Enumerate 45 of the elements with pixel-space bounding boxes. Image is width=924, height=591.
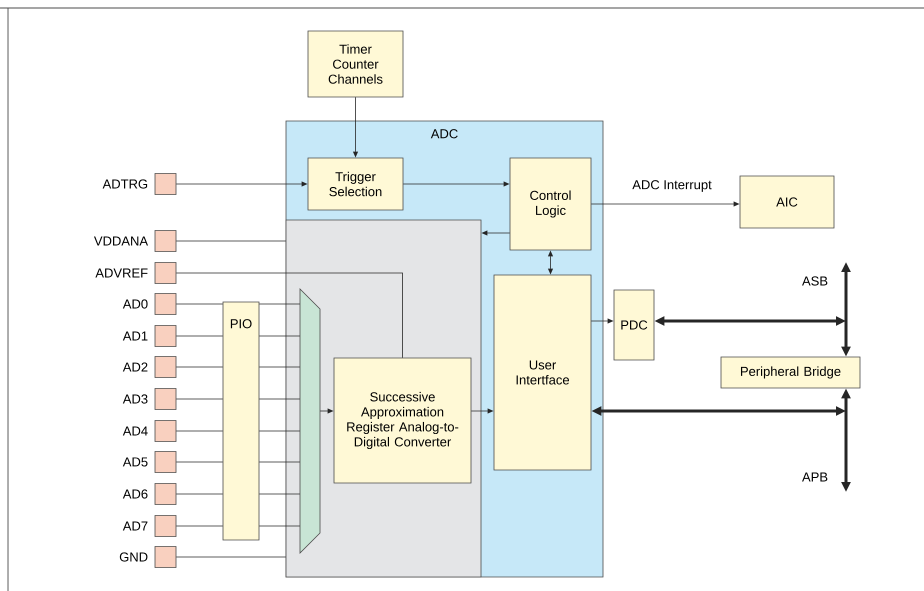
process-box: AIC [740, 176, 834, 228]
pin-pad: AD4 [122, 420, 176, 442]
pin-pad: AD0 [122, 293, 176, 315]
node-label: AD7 [122, 522, 148, 530]
connector-line [259, 366, 300, 368]
pin-pad: AD6 [122, 483, 176, 505]
pin-pad: AD1 [122, 325, 176, 347]
connector-line [176, 366, 223, 368]
process-box: Control Logic [510, 158, 592, 250]
bus-label: ASB [801, 275, 829, 287]
pin-pad: ADTRG [102, 173, 176, 195]
process-box: Timer Counter Channels [308, 30, 404, 98]
edge-label: ADC Interrupt [631, 179, 713, 193]
process-box: Successive Approximation Register Analog-to-Digital Converter [334, 358, 472, 484]
process-box: Trigger Selection [308, 158, 404, 210]
bus-label: APB [801, 472, 829, 482]
connector-line [259, 430, 300, 432]
connector-line [176, 556, 286, 558]
node-label: AD1 [122, 332, 148, 340]
pin-pad: VDDANA [94, 230, 176, 252]
connector-line [176, 272, 403, 358]
connector-line [259, 398, 300, 400]
process-box: PDC [614, 290, 654, 360]
pin-pad: AD3 [122, 388, 176, 410]
node-label: AD0 [122, 299, 148, 309]
node-label: VDDANA [94, 236, 148, 246]
node-label: AD2 [122, 362, 148, 372]
connector-line [176, 240, 286, 242]
node-label: ADTRG [102, 179, 148, 189]
node-label: AD6 [122, 489, 148, 499]
node-label: AD4 [122, 426, 148, 436]
node-label: ADVREF [95, 268, 148, 278]
process-box: Peripheral Bridge [720, 356, 860, 388]
node-label: AD5 [122, 457, 148, 467]
pin-pad: ADVREF [95, 262, 176, 284]
node-label: GND [120, 552, 148, 562]
pin-pad: AD2 [122, 356, 176, 378]
node-label: AD3 [122, 394, 148, 404]
process-box: PIO [222, 302, 260, 540]
pin-pad: AD7 [122, 515, 176, 537]
connector-line [176, 398, 223, 400]
connector-line [176, 430, 223, 432]
pin-pad: AD5 [122, 451, 176, 473]
process-box: User Intertface [494, 274, 592, 470]
pin-pad: GND [120, 546, 176, 568]
